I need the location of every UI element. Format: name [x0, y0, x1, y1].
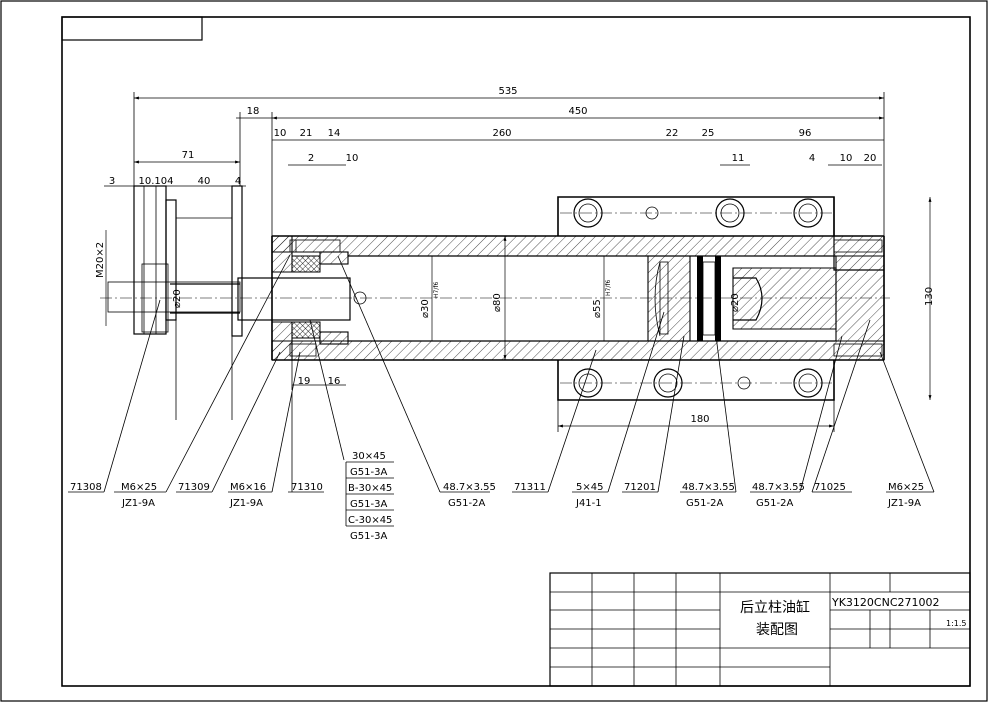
dim-3: 3: [109, 176, 115, 187]
rod-end-fittings: [100, 185, 890, 420]
callout-jz1-9a-b: JZ1-9A: [229, 498, 263, 509]
cylinder-body: [170, 196, 885, 401]
callout-71310: 71310: [291, 482, 323, 493]
dim-height: 130: [924, 287, 935, 306]
dim-thread: M20×2: [95, 242, 106, 278]
dim-rod-dia: ⌀20: [172, 289, 183, 308]
scale: 1:1.5: [946, 619, 967, 628]
dim-bore-b-fit: H7/f6: [605, 280, 612, 296]
callout-j41-1: J41-1: [575, 498, 602, 509]
callout-g51-2a-3: G51-2A: [756, 498, 793, 509]
dim-96: 96: [799, 128, 812, 139]
callout-jz1-9a-a: JZ1-9A: [121, 498, 155, 509]
drawing-number: YK3120CNC271002: [831, 596, 940, 609]
dim-4b: 4: [809, 153, 815, 164]
dim-bore-b: ⌀55: [592, 299, 603, 318]
dim-2: 2: [308, 153, 314, 164]
title-line2: 装配图: [756, 622, 798, 638]
dim-base-len: 180: [690, 414, 709, 425]
dim-od80: ⌀80: [492, 293, 503, 312]
title-line1: 后立柱油缸: [740, 599, 810, 616]
callout-oring-3: 48.7×3.55: [752, 482, 805, 493]
callout-key-5x45: 5×45: [576, 482, 603, 493]
callout-71308: 71308: [70, 482, 102, 493]
dim-21: 21: [300, 128, 313, 139]
dim-piston-dia: ⌀20: [730, 293, 741, 312]
callout-g51-3a-3: G51-3A: [350, 531, 387, 542]
title-block: 后立柱油缸 装配图 YK3120CNC271002 1:1.5: [549, 572, 971, 687]
callout-g51-2a-1: G51-2A: [448, 498, 485, 509]
callout-b30x45: B-30×45: [348, 483, 392, 494]
dim-14: 14: [328, 128, 341, 139]
callout-71311: 71311: [514, 482, 546, 493]
dim-bore-a: ⌀30: [420, 299, 431, 318]
callout-oring-1: 48.7×3.55: [443, 482, 496, 493]
dim-flange: 18: [247, 106, 260, 117]
dim-10a: 10: [274, 128, 287, 139]
dim-260: 260: [492, 128, 511, 139]
callout-71025: 71025: [814, 482, 846, 493]
callout-c30x45: C-30×45: [348, 515, 392, 526]
dim-bore-a-fit: H7/f6: [433, 282, 440, 298]
dim-body: 450: [568, 106, 587, 117]
dim-10b: 10: [346, 153, 359, 164]
callout-71201: 71201: [624, 482, 656, 493]
dim-19: 19: [298, 376, 311, 387]
callout-m6x25-b: M6×25: [888, 482, 924, 493]
callout-71309: 71309: [178, 482, 210, 493]
callout-labels: 71308 M6×25 JZ1-9A 71309 M6×16 JZ1-9A 71…: [70, 451, 924, 542]
leader-lines: [68, 254, 935, 527]
callout-oring-2: 48.7×3.55: [682, 482, 735, 493]
dim-71: 71: [182, 150, 195, 161]
callout-g51-3a-1: G51-3A: [350, 467, 387, 478]
dim-overall: 535: [498, 86, 517, 97]
callout-m6x25-a: M6×25: [121, 482, 157, 493]
dim-10c: 10: [840, 153, 853, 164]
dim-11: 11: [732, 153, 745, 164]
callout-jz1-9a-c: JZ1-9A: [887, 498, 921, 509]
dim-40: 40: [198, 176, 211, 187]
dim-4a: 4: [235, 176, 241, 187]
dim-22: 22: [666, 128, 679, 139]
dimension-lines: [104, 92, 932, 432]
callout-seal-30x45: 30×45: [352, 451, 386, 462]
dim-20: 20: [864, 153, 877, 164]
callout-g51-2a-2: G51-2A: [686, 498, 723, 509]
dimension-text: 535 450 18 10 21 14 260 22 25 96 71 3 10…: [95, 86, 935, 425]
dim-25: 25: [702, 128, 715, 139]
callout-m6x16: M6×16: [230, 482, 266, 493]
callout-g51-3a-2: G51-3A: [350, 499, 387, 510]
dim-16: 16: [328, 376, 341, 387]
dim-10104: 10.104: [139, 176, 174, 187]
bolt-holes: [560, 198, 832, 398]
